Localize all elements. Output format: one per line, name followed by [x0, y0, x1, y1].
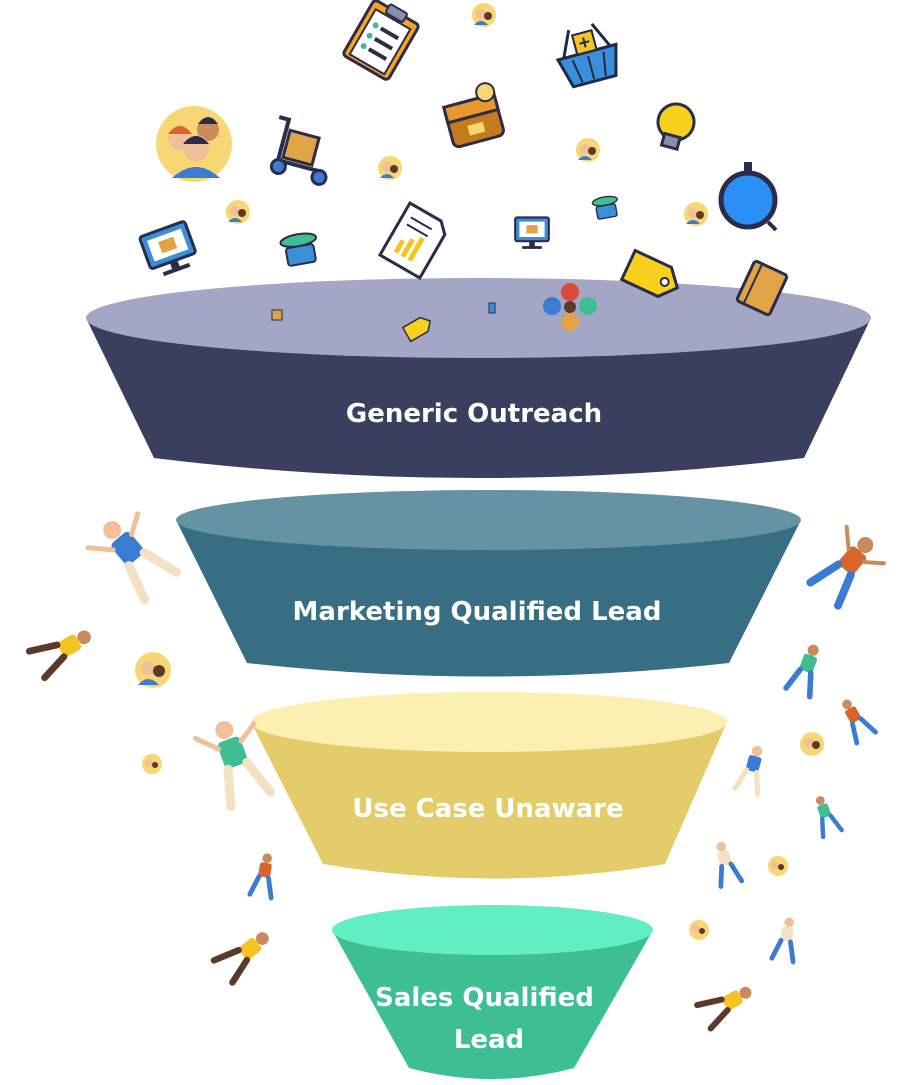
clipboard-icon	[342, 0, 420, 81]
funnel-stage-sales-qualified-lead: Sales Qualified Lead	[332, 905, 653, 1079]
monitor-icon	[514, 216, 550, 249]
funnel-stage-3-rim	[251, 692, 727, 752]
lightbulb-icon	[656, 102, 696, 152]
falling-person-icon	[769, 917, 796, 965]
funnel-stage-4-body	[332, 930, 653, 1079]
funnel-stage-1-rim	[86, 278, 871, 358]
person-avatar-icon	[689, 920, 709, 940]
hand-truck-icon	[269, 115, 328, 186]
falling-person-icon	[783, 644, 819, 700]
falling-person-icon	[210, 932, 269, 986]
falling-person-icon	[716, 841, 745, 889]
falling-person-icon	[694, 986, 752, 1032]
monitor-icon	[138, 220, 197, 277]
falling-person-icon	[815, 796, 844, 840]
person-avatar-icon	[800, 732, 824, 756]
stage-3-label: Use Case Unaware	[352, 794, 623, 824]
weighing-scale-icon	[279, 232, 318, 267]
wallet-icon	[271, 309, 283, 321]
person-avatar-icon	[378, 156, 402, 180]
funnel-stage-use-case-unaware: Use Case Unaware	[251, 692, 727, 879]
funnel-stage-generic-outreach: Generic Outreach	[86, 278, 871, 478]
document-icon	[377, 200, 447, 281]
wallet-icon	[441, 82, 505, 149]
person-avatar-icon	[142, 754, 162, 774]
funnel-stage-2-body	[176, 520, 801, 677]
stage-4-label: Sales Qualified Lead	[375, 983, 603, 1055]
person-avatar-icon	[472, 3, 496, 27]
person-avatar-icon	[226, 200, 250, 224]
people-group-icon	[543, 283, 597, 331]
person-avatar-icon	[576, 138, 600, 162]
falling-person-icon	[842, 699, 878, 746]
falling-person-icon	[25, 630, 91, 682]
stopwatch-icon	[718, 162, 778, 232]
falling-person-icon	[806, 524, 886, 610]
monitor-icon	[488, 302, 496, 314]
person-avatar-icon	[135, 652, 171, 688]
stage-2-label: Marketing Qualified Lead	[293, 597, 662, 627]
person-avatar-icon	[684, 202, 708, 226]
falling-person-icon	[192, 721, 275, 811]
falling-person-icon	[247, 853, 274, 901]
stage-1-label: Generic Outreach	[346, 399, 602, 429]
funnel-stage-marketing-qualified-lead: Marketing Qualified Lead	[176, 490, 801, 677]
funnel-stage-3-body	[251, 722, 727, 879]
funnel-stage-1-body	[86, 318, 871, 478]
weighing-scale-icon	[591, 195, 618, 220]
funnel-stage-4-rim	[332, 905, 653, 955]
person-avatar-icon	[768, 856, 788, 876]
price-tag-icon	[401, 316, 431, 343]
shopping-basket-icon	[555, 22, 618, 89]
falling-person-icon	[732, 745, 763, 797]
falling-person-icon	[85, 511, 182, 604]
team-avatar-icon	[156, 106, 232, 182]
notebook-icon	[735, 259, 789, 317]
funnel-stage-2-rim	[176, 490, 801, 550]
price-tag-icon	[619, 248, 680, 299]
